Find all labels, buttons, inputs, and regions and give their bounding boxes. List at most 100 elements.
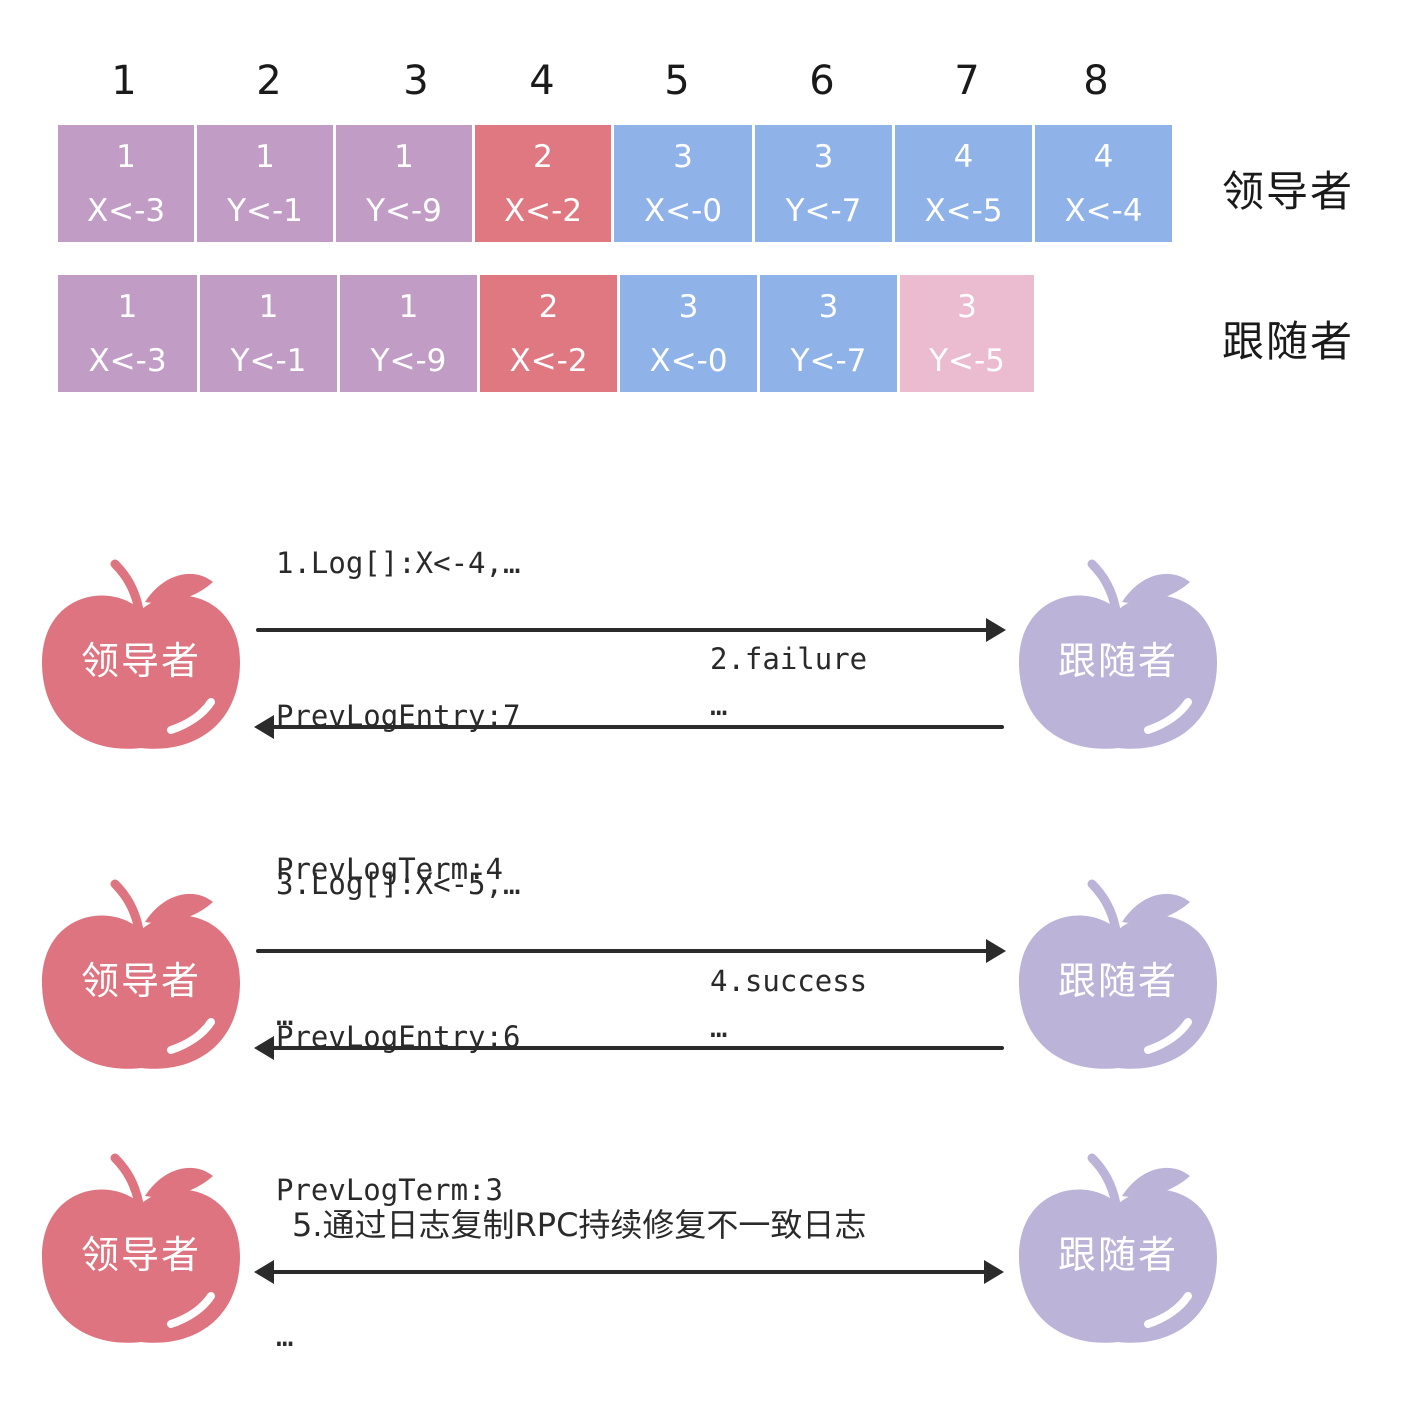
apple-body [1018,595,1218,749]
log-entry-term: 2 [533,138,553,175]
log-entry-command: Y<-5 [929,342,1005,379]
log-entry-term: 4 [953,138,974,175]
index-number: 8 [1083,58,1109,104]
apple-leaf [1122,893,1190,924]
log-entry-command: Y<-9 [370,342,447,379]
request-line: PrevLogTerm:4 [276,852,503,886]
arrow-response-2 [254,715,1004,739]
arrow-bidirectional-5 [254,1260,1004,1284]
apple-body [1018,1189,1218,1343]
log-entry-command: X<-3 [88,342,167,379]
request-line: PrevLogTerm:3 [276,1173,503,1207]
log-entry-term: 3 [673,138,693,175]
log-entry-command: Y<-9 [366,192,442,229]
apple-stem [1087,559,1121,615]
apple-leaf [145,1167,213,1198]
apple-shine [167,1018,215,1054]
apple-label: 领导者 [81,1233,201,1277]
apple-leaf [145,893,213,924]
log-entry-command: X<-5 [924,192,1003,229]
log-entry-term: 2 [538,288,559,325]
apple-body [41,595,241,749]
response-line: … [710,688,728,722]
follower-node: 跟随者 [1018,1153,1218,1343]
response-message-2: 2.failure … [710,636,867,728]
log-entry-term: 1 [258,288,279,325]
index-number: 4 [529,58,555,104]
apple-body [1018,915,1218,1069]
request-line: … [276,1319,294,1353]
apple-stem [1087,1153,1121,1209]
apple-shine [167,1292,215,1328]
apple-label: 领导者 [81,959,201,1003]
request-line: … [276,998,294,1032]
log-entry-term: 4 [1093,138,1114,175]
apple-stem [110,559,144,615]
apple-body [41,1189,241,1343]
follower-log-label: 跟随者 [1222,317,1355,366]
request-line: 3.Log[]:X<-5,… [276,867,521,901]
response-line: 2.failure [710,642,868,676]
index-number: 6 [809,58,835,104]
log-entry-command: X<-0 [649,342,728,379]
apple-leaf [1122,573,1190,604]
response-line: 4.success [710,964,868,998]
log-entry-term: 3 [818,288,839,325]
log-entry-command: X<-4 [1064,192,1143,229]
leader-node: 领导者 [41,879,241,1069]
arrow-response-4 [254,1036,1004,1060]
final-message: 5.通过日志复制RPC持续修复不一致日志 [292,1206,867,1244]
response-message-4: 4.success … [710,958,867,1050]
log-entry-command: Y<-1 [227,192,303,229]
follower-node: 跟随者 [1018,559,1218,749]
apple-leaf [145,573,213,604]
index-number: 1 [111,58,137,104]
apple-shine [1144,1018,1192,1054]
request-line: 1.Log[]:X<-4,… [276,546,521,580]
apple-stem [110,1153,144,1209]
arrow-request-3 [256,939,1006,963]
apple-shine [1144,698,1192,734]
apple-stem [1087,879,1121,935]
log-entry-command: X<-0 [643,192,723,229]
log-entry-command: Y<-1 [230,342,307,379]
log-entry-term: 1 [117,288,138,325]
apple-shine [167,698,215,734]
apple-shine [1144,1292,1192,1328]
log-entry-term: 1 [116,138,136,175]
index-number: 3 [403,58,429,104]
log-entry-command: Y<-7 [790,342,867,379]
response-line: … [710,1010,728,1044]
apple-leaf [1122,1167,1190,1198]
log-entry-command: Y<-7 [785,192,862,229]
log-entry-term: 3 [678,288,699,325]
log-entry-term: 3 [957,288,977,325]
log-entry-command: X<-3 [86,192,166,229]
apple-label: 跟随者 [1058,639,1178,683]
log-entry-term: 3 [813,138,834,175]
leader-log-label: 领导者 [1222,167,1355,216]
arrow-request-1 [256,618,1006,642]
leader-node: 领导者 [41,1153,241,1343]
log-entry-term: 1 [394,138,414,175]
apple-label: 领导者 [81,639,201,683]
apple-label: 跟随者 [1058,1233,1178,1277]
log-entry-command: X<-2 [503,192,583,229]
log-entry-term: 1 [398,288,419,325]
log-entry-command: X<-2 [509,342,588,379]
